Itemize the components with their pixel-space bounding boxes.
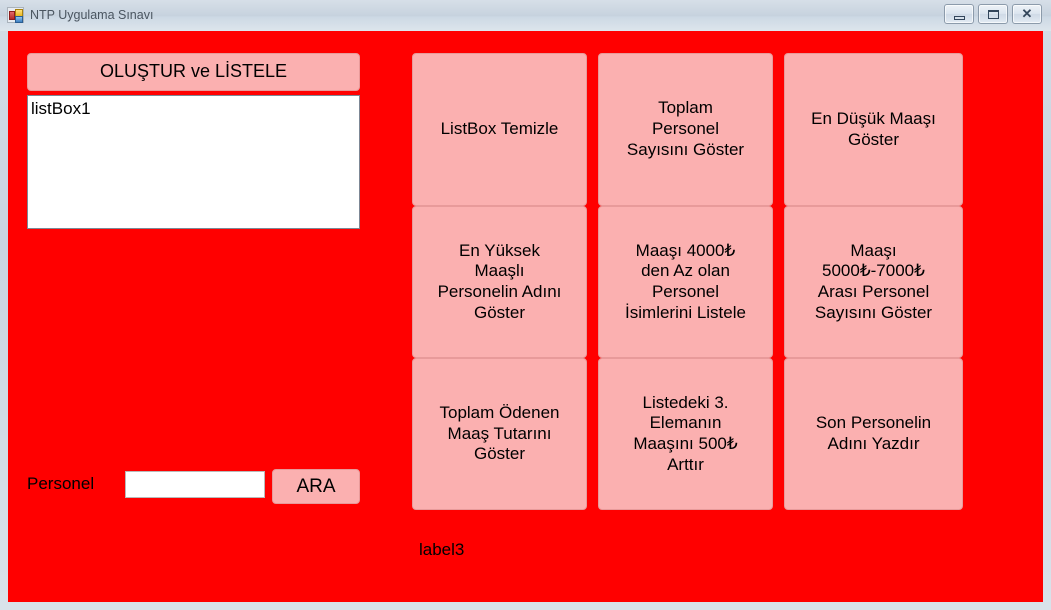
listbox1[interactable]: listBox1 — [27, 95, 360, 229]
increase-third-item-salary-button[interactable]: Listedeki 3. Elemanın Maaşını 500₺ Arttı… — [598, 358, 773, 510]
total-personnel-count-button[interactable]: Toplam Personel Sayısını Göster — [598, 53, 773, 206]
personnel-search-field[interactable] — [126, 472, 264, 497]
close-icon: ✕ — [1021, 6, 1033, 21]
icon-blue-square — [15, 16, 23, 23]
total-paid-salary-button[interactable]: Toplam Ödenen Maaş Tutarını Göster — [412, 358, 587, 510]
create-and-list-button[interactable]: OLUŞTUR ve LİSTELE — [27, 53, 360, 91]
close-button[interactable]: ✕ — [1012, 4, 1042, 24]
highest-salary-name-button[interactable]: En Yüksek Maaşlı Personelin Adını Göster — [412, 206, 587, 358]
clear-listbox-button[interactable]: ListBox Temizle — [412, 53, 587, 206]
salary-below-4000-list-button[interactable]: Maaşı 4000₺ den Az olan Personel İsimler… — [598, 206, 773, 358]
search-button[interactable]: ARA — [272, 469, 360, 504]
status-label: label3 — [419, 540, 465, 559]
list-item[interactable]: listBox1 — [31, 99, 91, 118]
maximize-icon — [988, 10, 999, 19]
listbox-items: listBox1 — [28, 96, 359, 228]
window-controls: ✕ — [944, 4, 1042, 24]
icon-red-square — [9, 11, 15, 20]
minimize-button[interactable] — [944, 4, 974, 24]
winforms-app-icon — [7, 7, 24, 23]
salary-between-5000-7000-count-button[interactable]: Maaşı 5000₺-7000₺ Arası Personel Sayısın… — [784, 206, 963, 358]
lowest-salary-button[interactable]: En Düşük Maaşı Göster — [784, 53, 963, 206]
minimize-icon — [954, 16, 965, 20]
personnel-label: Personel — [27, 474, 95, 493]
last-personnel-name-button[interactable]: Son Personelin Adını Yazdır — [784, 358, 963, 510]
personnel-search-input[interactable] — [125, 471, 265, 498]
window-title: NTP Uygulama Sınavı — [30, 8, 154, 22]
form-client-area: OLUŞTUR ve LİSTELE listBox1 Personel ARA… — [8, 31, 1043, 602]
maximize-button[interactable] — [978, 4, 1008, 24]
title-bar: NTP Uygulama Sınavı ✕ — [0, 0, 1051, 31]
